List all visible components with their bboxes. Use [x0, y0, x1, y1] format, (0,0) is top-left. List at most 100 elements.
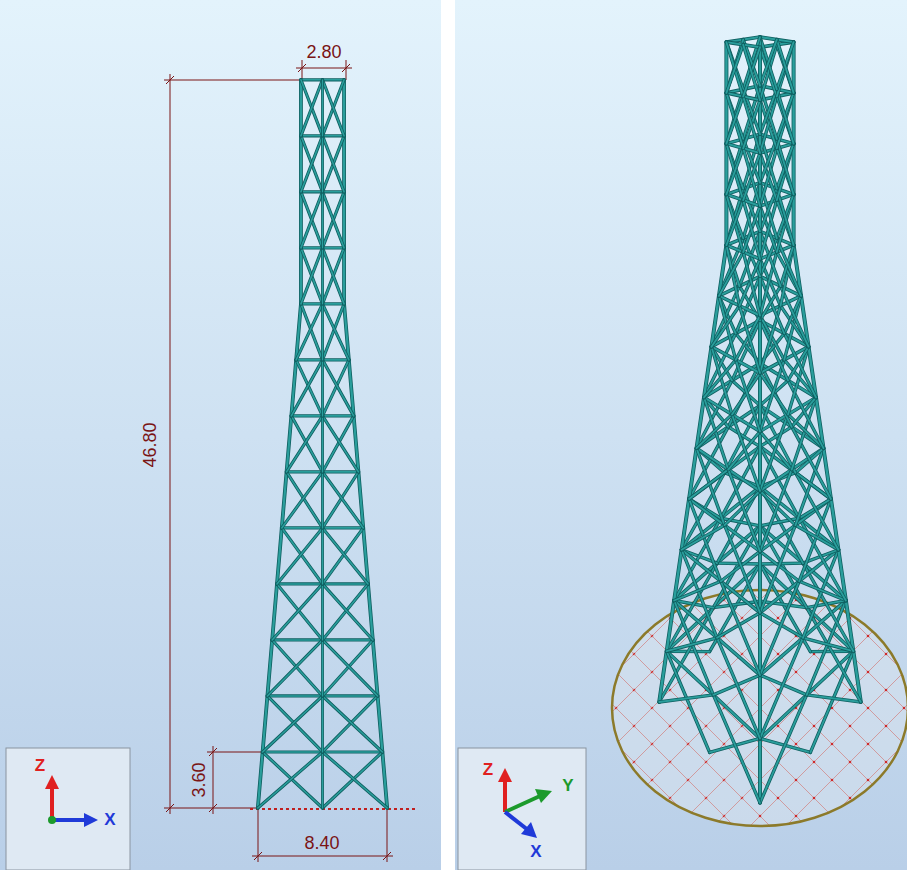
axis-symbol: [45, 775, 98, 827]
mesh-node: [885, 653, 888, 656]
mesh-node: [867, 635, 870, 638]
member: [759, 316, 761, 373]
mesh-node: [867, 671, 870, 674]
member: [323, 136, 345, 192]
mesh-node: [903, 779, 906, 782]
member: [323, 584, 373, 640]
member: [323, 752, 388, 808]
mesh-node: [849, 797, 852, 800]
member: [697, 414, 732, 448]
mesh-node: [615, 671, 618, 674]
mesh-node: [471, 707, 474, 710]
mesh-node: [561, 833, 564, 836]
mesh-node: [813, 833, 816, 836]
mesh-node: [597, 761, 600, 764]
member: [323, 528, 369, 584]
member: [322, 696, 323, 752]
member: [282, 472, 323, 528]
member: [321, 752, 324, 808]
member: [726, 96, 743, 143]
member: [287, 416, 323, 472]
member: [373, 640, 378, 696]
member: [343, 136, 345, 192]
mesh-node: [777, 617, 780, 620]
mesh-node: [525, 617, 528, 620]
member: [719, 296, 736, 360]
member: [363, 528, 368, 584]
mesh-node: [597, 833, 600, 836]
member: [323, 248, 345, 304]
mesh-node: [831, 779, 834, 782]
mesh-node: [525, 689, 528, 692]
mesh-node: [831, 455, 834, 458]
member: [719, 252, 743, 296]
mesh-node: [561, 545, 564, 548]
member: [378, 696, 383, 752]
ground-line: [250, 808, 416, 810]
member: [659, 651, 666, 702]
member: [267, 640, 272, 696]
mesh-node: [885, 473, 888, 476]
mesh-node: [579, 671, 582, 674]
member: [323, 304, 349, 360]
mesh-node: [651, 455, 654, 458]
member: [704, 360, 736, 398]
mesh-node: [867, 563, 870, 566]
member: [363, 528, 368, 584]
mesh-node: [561, 653, 564, 656]
member: [739, 306, 760, 373]
mesh-node: [867, 455, 870, 458]
member: [299, 136, 303, 192]
member: [760, 40, 777, 86]
mesh-node: [507, 635, 510, 638]
member: [807, 695, 861, 702]
mesh-node: [489, 653, 492, 656]
member: [667, 638, 717, 651]
member: [291, 360, 322, 416]
member: [342, 80, 346, 136]
mesh-node: [507, 815, 510, 818]
mesh-node: [669, 869, 672, 870]
mesh-line: [628, 360, 907, 840]
member: [373, 640, 378, 696]
member: [711, 347, 732, 415]
mesh-node: [597, 617, 600, 620]
mesh-node: [777, 833, 780, 836]
mesh-node: [561, 761, 564, 764]
member: [263, 696, 323, 752]
member: [301, 248, 323, 304]
member: [272, 584, 322, 640]
member: [323, 136, 345, 192]
mesh-line: [430, 558, 907, 870]
mesh-node: [579, 563, 582, 566]
mesh-node: [633, 509, 636, 512]
member: [323, 640, 378, 696]
member: [342, 192, 346, 248]
mesh-node: [633, 545, 636, 548]
mesh-node: [615, 743, 618, 746]
member: [739, 306, 760, 373]
member: [323, 192, 345, 248]
member: [342, 136, 346, 192]
member: [682, 499, 689, 550]
mesh-node: [651, 491, 654, 494]
mesh-node: [615, 851, 618, 854]
mesh-node: [849, 761, 852, 764]
member: [726, 148, 743, 194]
member: [299, 192, 303, 248]
member: [726, 144, 743, 201]
member: [322, 584, 323, 640]
mesh-line: [448, 396, 907, 870]
mesh-node: [579, 527, 582, 530]
mesh-node: [687, 815, 690, 818]
member: [697, 448, 725, 525]
mesh-node: [777, 545, 780, 548]
member: [277, 528, 323, 584]
member: [689, 470, 728, 499]
mesh-node: [885, 725, 888, 728]
mesh-node: [507, 779, 510, 782]
member: [258, 752, 323, 808]
member: [732, 414, 760, 490]
mesh-node: [597, 725, 600, 728]
